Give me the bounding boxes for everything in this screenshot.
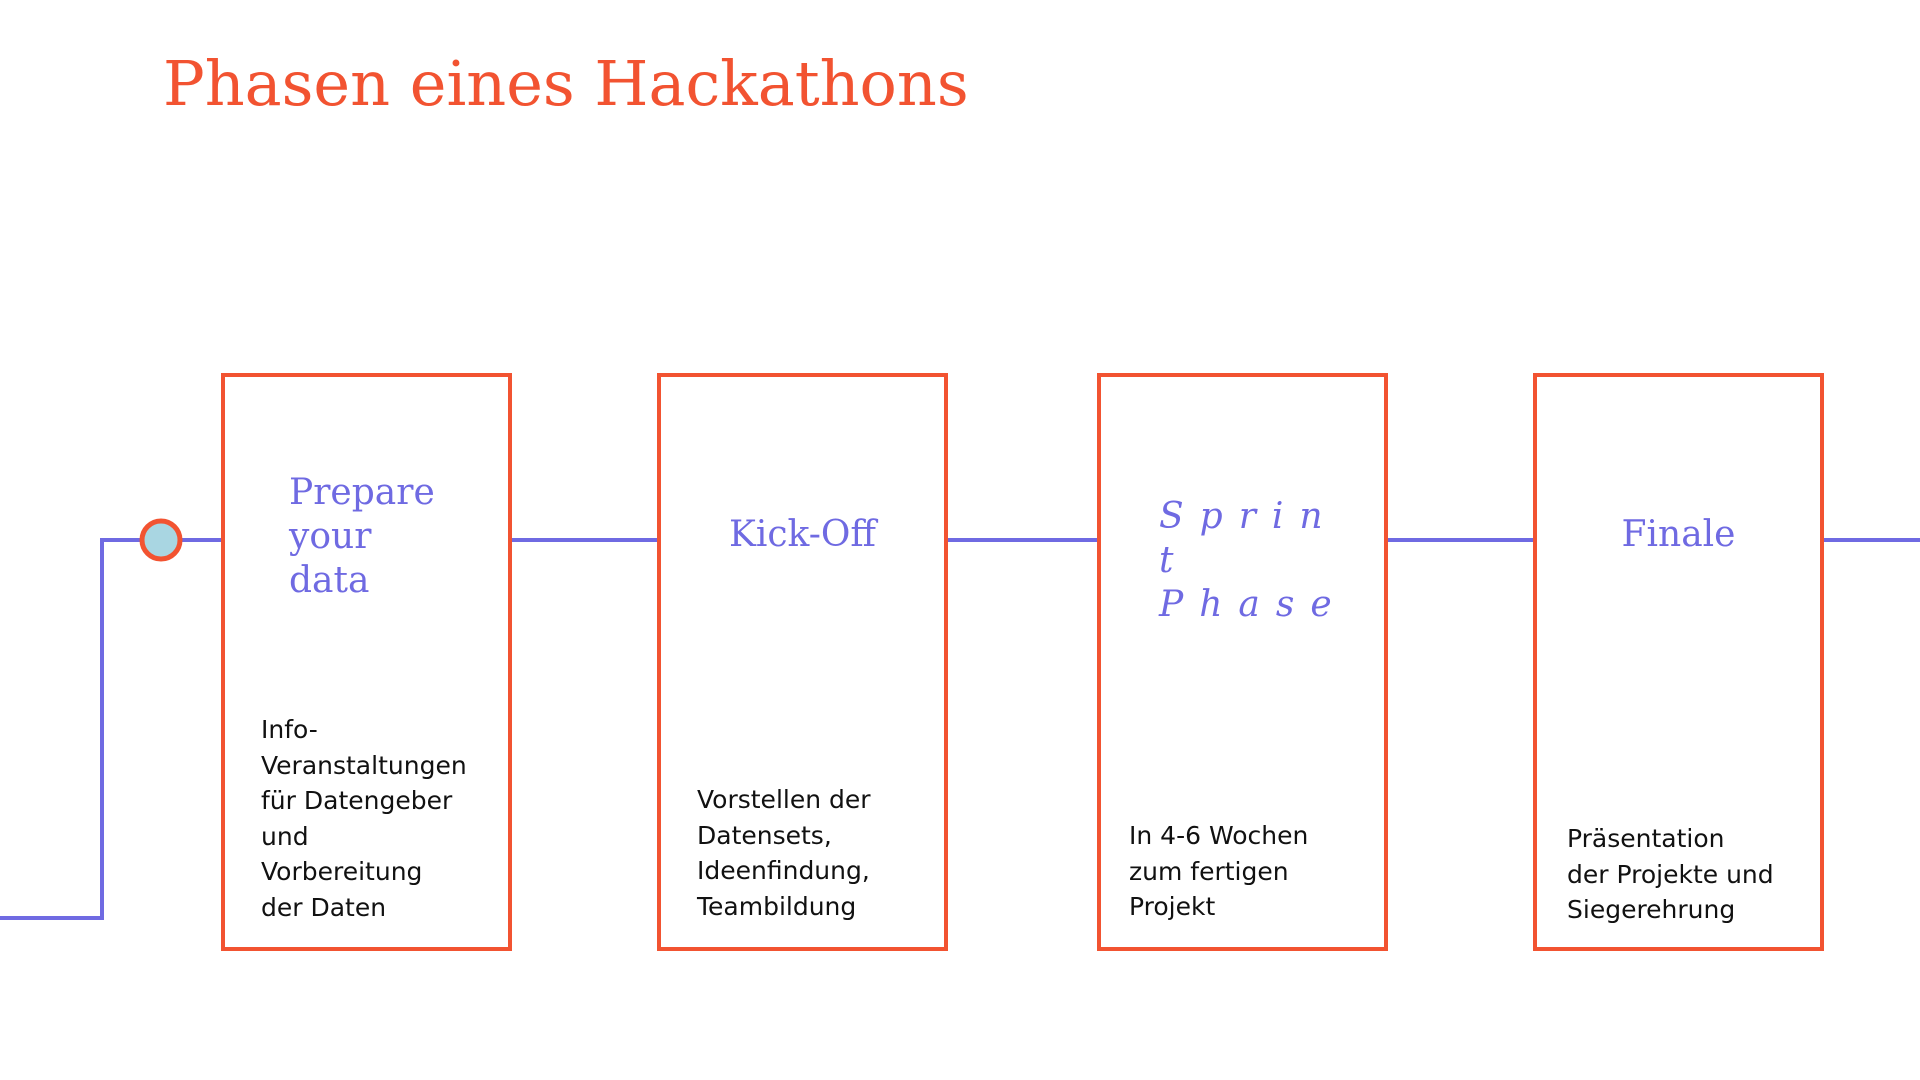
phase-description-prepare: Info- Veranstaltungen für Datengeber und… (261, 715, 467, 922)
phase-box-sprint: Sprin t Phase In 4-6 Wochen zum fertigen… (1097, 373, 1388, 951)
phase-description-kickoff: Vorstellen der Datensets, Ideenfindung, … (697, 785, 871, 921)
slide-title: Phasen eines Hackathons (163, 47, 969, 120)
phase-title-finale: Finale (1621, 514, 1736, 555)
phase-title-sprint: Sprin t Phase (1159, 496, 1348, 625)
phase-description-sprint: In 4-6 Wochen zum fertigen Projekt (1129, 821, 1309, 921)
timeline-start-marker (139, 518, 183, 562)
phase-title-kickoff: Kick-Off (728, 514, 876, 555)
phase-description-finale: Präsentation der Projekte und Siegerehru… (1567, 824, 1774, 924)
phase-title-prepare: Prepare your data (289, 472, 435, 601)
phase-box-prepare: Prepare your data Info- Veranstaltungen … (221, 373, 512, 951)
phase-box-kickoff: Kick-Off Vorstellen der Datensets, Ideen… (657, 373, 948, 951)
phase-box-finale: Finale Präsentation der Projekte und Sie… (1533, 373, 1824, 951)
